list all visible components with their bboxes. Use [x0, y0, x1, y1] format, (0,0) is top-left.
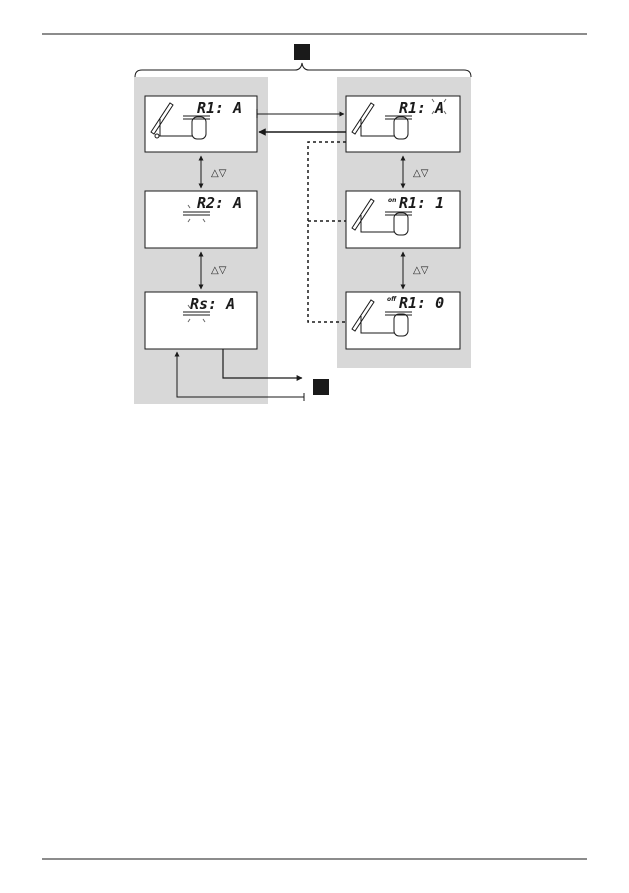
- state-label: off: [387, 296, 397, 303]
- black-square-marker-bottom: [313, 379, 329, 395]
- blink-rays: [431, 98, 447, 115]
- nav-arrows-label: △▽: [413, 265, 429, 276]
- screen-code: R2: A: [197, 194, 242, 212]
- state-label: on: [388, 197, 396, 204]
- storage-tank-icon: [191, 116, 207, 140]
- wrench-icon: [385, 311, 412, 316]
- blink-rays: [187, 204, 206, 223]
- nav-arrows-label: △▽: [211, 168, 227, 179]
- black-square-marker-top: [294, 44, 310, 60]
- wrench-icon: [183, 115, 210, 120]
- left-screen-1: R1: A: [144, 95, 258, 153]
- storage-tank-icon: [393, 212, 409, 236]
- wrench-icon: [385, 115, 412, 120]
- left-screen-3: Rs: A: [144, 291, 258, 350]
- right-screen-2: on R1: 1: [345, 190, 461, 249]
- blink-rays: [187, 304, 206, 323]
- wrench-icon: [385, 211, 412, 216]
- screen-code: Rs: A: [190, 295, 235, 313]
- storage-tank-icon: [393, 116, 409, 140]
- wrench-icon: [183, 211, 210, 216]
- right-screen-1: R1: A: [345, 95, 461, 153]
- screen-code: R1: 0: [399, 294, 444, 312]
- screen-code: R1: A: [197, 99, 242, 117]
- screen-code: R1: A: [399, 99, 444, 117]
- right-screen-3: off R1: 0: [345, 291, 461, 350]
- grouping-brace: [134, 62, 472, 78]
- nav-arrows-label: △▽: [211, 265, 227, 276]
- nav-arrows-label: △▽: [413, 168, 429, 179]
- storage-tank-icon: [393, 313, 409, 337]
- left-screen-2: R2: A: [144, 190, 258, 249]
- return-arrow: [174, 351, 304, 398]
- exit-arrow: [222, 349, 303, 381]
- screen-code: R1: 1: [399, 194, 444, 212]
- dashed-return-path: [307, 141, 346, 323]
- wrench-icon: [183, 311, 210, 316]
